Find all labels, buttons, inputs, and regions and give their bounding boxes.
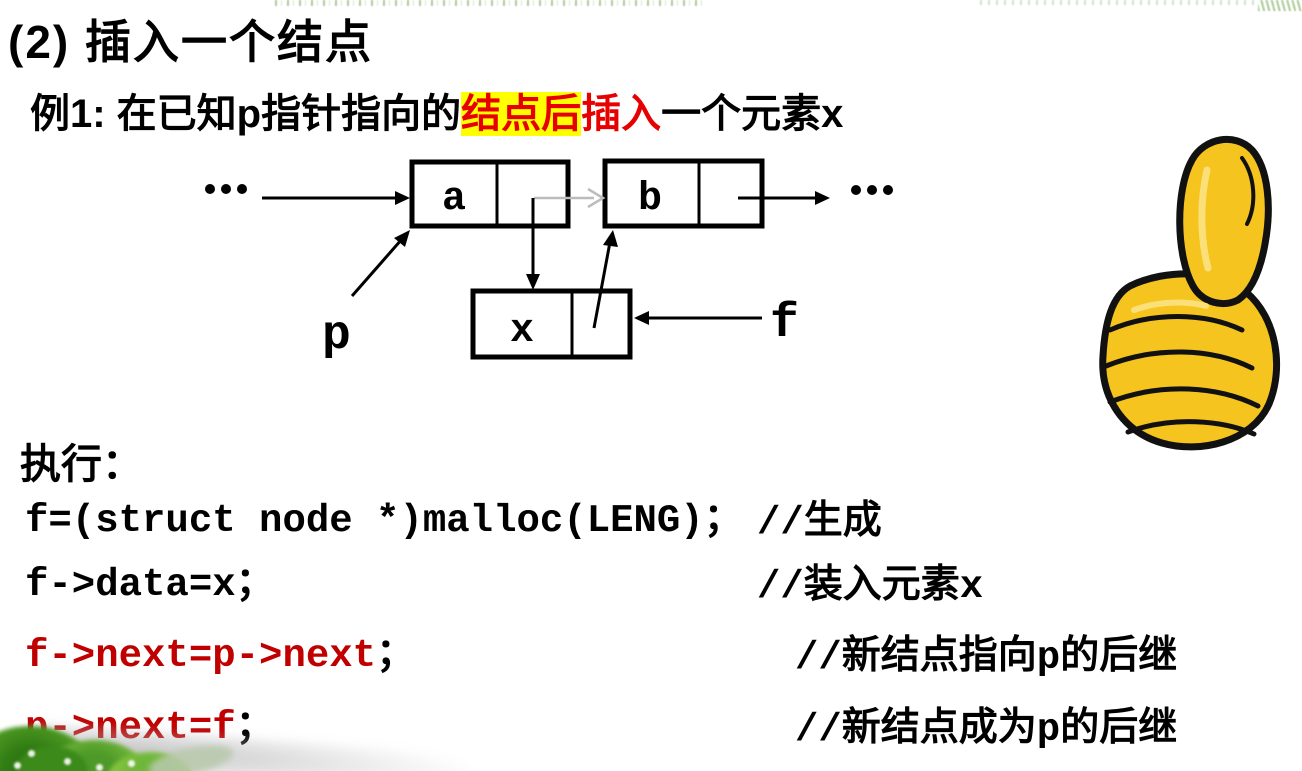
code-line-2: f->data=x； //装入元素x (0, 551, 1302, 609)
pointer-p-label: p (322, 309, 351, 363)
example-red-text: 插入 (581, 92, 662, 136)
example-highlighted-text: 结点后 (461, 92, 582, 136)
code-line-4-comment: //新结点成为p的后继 (795, 708, 1178, 752)
code-line-1-comment: //生成 (757, 501, 882, 545)
pointer-f: f (634, 297, 799, 351)
right-ellipsis (851, 185, 893, 195)
grass-decoration-top (275, 0, 705, 6)
pointer-p: p (322, 230, 410, 363)
bush-decoration (0, 710, 520, 771)
node-a: a (409, 159, 571, 229)
node-x-label: x (510, 309, 534, 354)
code-line-2-code: f->data=x； (25, 563, 275, 607)
example-suffix: 一个元素x (661, 92, 844, 136)
grass-decoration-corner (1258, 0, 1302, 11)
node-a-label: a (442, 177, 466, 222)
code-line-3-comment: //新结点指向p的后继 (795, 636, 1178, 680)
pointer-f-label: f (770, 297, 799, 351)
code-line-3-code: f->next=p->next； (25, 634, 416, 678)
node-b-label: b (638, 177, 662, 222)
code-line-3: f->next=p->next； //新结点指向p的后继 (0, 622, 1302, 680)
example-prefix: 例1: 在已知p指针指向的 (30, 92, 462, 136)
thumbs-up-icon (1099, 135, 1281, 451)
execute-label: 执行： (20, 441, 143, 487)
grass-decoration-top-right (980, 0, 1260, 5)
arrow-b-next-to-ellipsis (738, 191, 830, 205)
arrow-into-node-a (262, 191, 410, 205)
page-title: (2) 插入一个结点 (8, 16, 373, 68)
arrow-x-next-to-node-b (592, 230, 618, 329)
code-line-2-comment: //装入元素x (757, 565, 984, 609)
old-link-arrow-a-to-b (534, 187, 606, 209)
node-b: b (602, 158, 765, 229)
arrow-a-next-to-node-x (526, 198, 540, 290)
left-ellipsis (205, 184, 247, 194)
code-line-1-code: f=(struct node *)malloc(LENG)； (25, 499, 743, 543)
example-statement: 例1: 在已知p指针指向的结点后插入一个元素x (30, 81, 843, 139)
code-line-1: f=(struct node *)malloc(LENG)； //生成 (0, 487, 1302, 545)
node-x: x (470, 288, 633, 360)
